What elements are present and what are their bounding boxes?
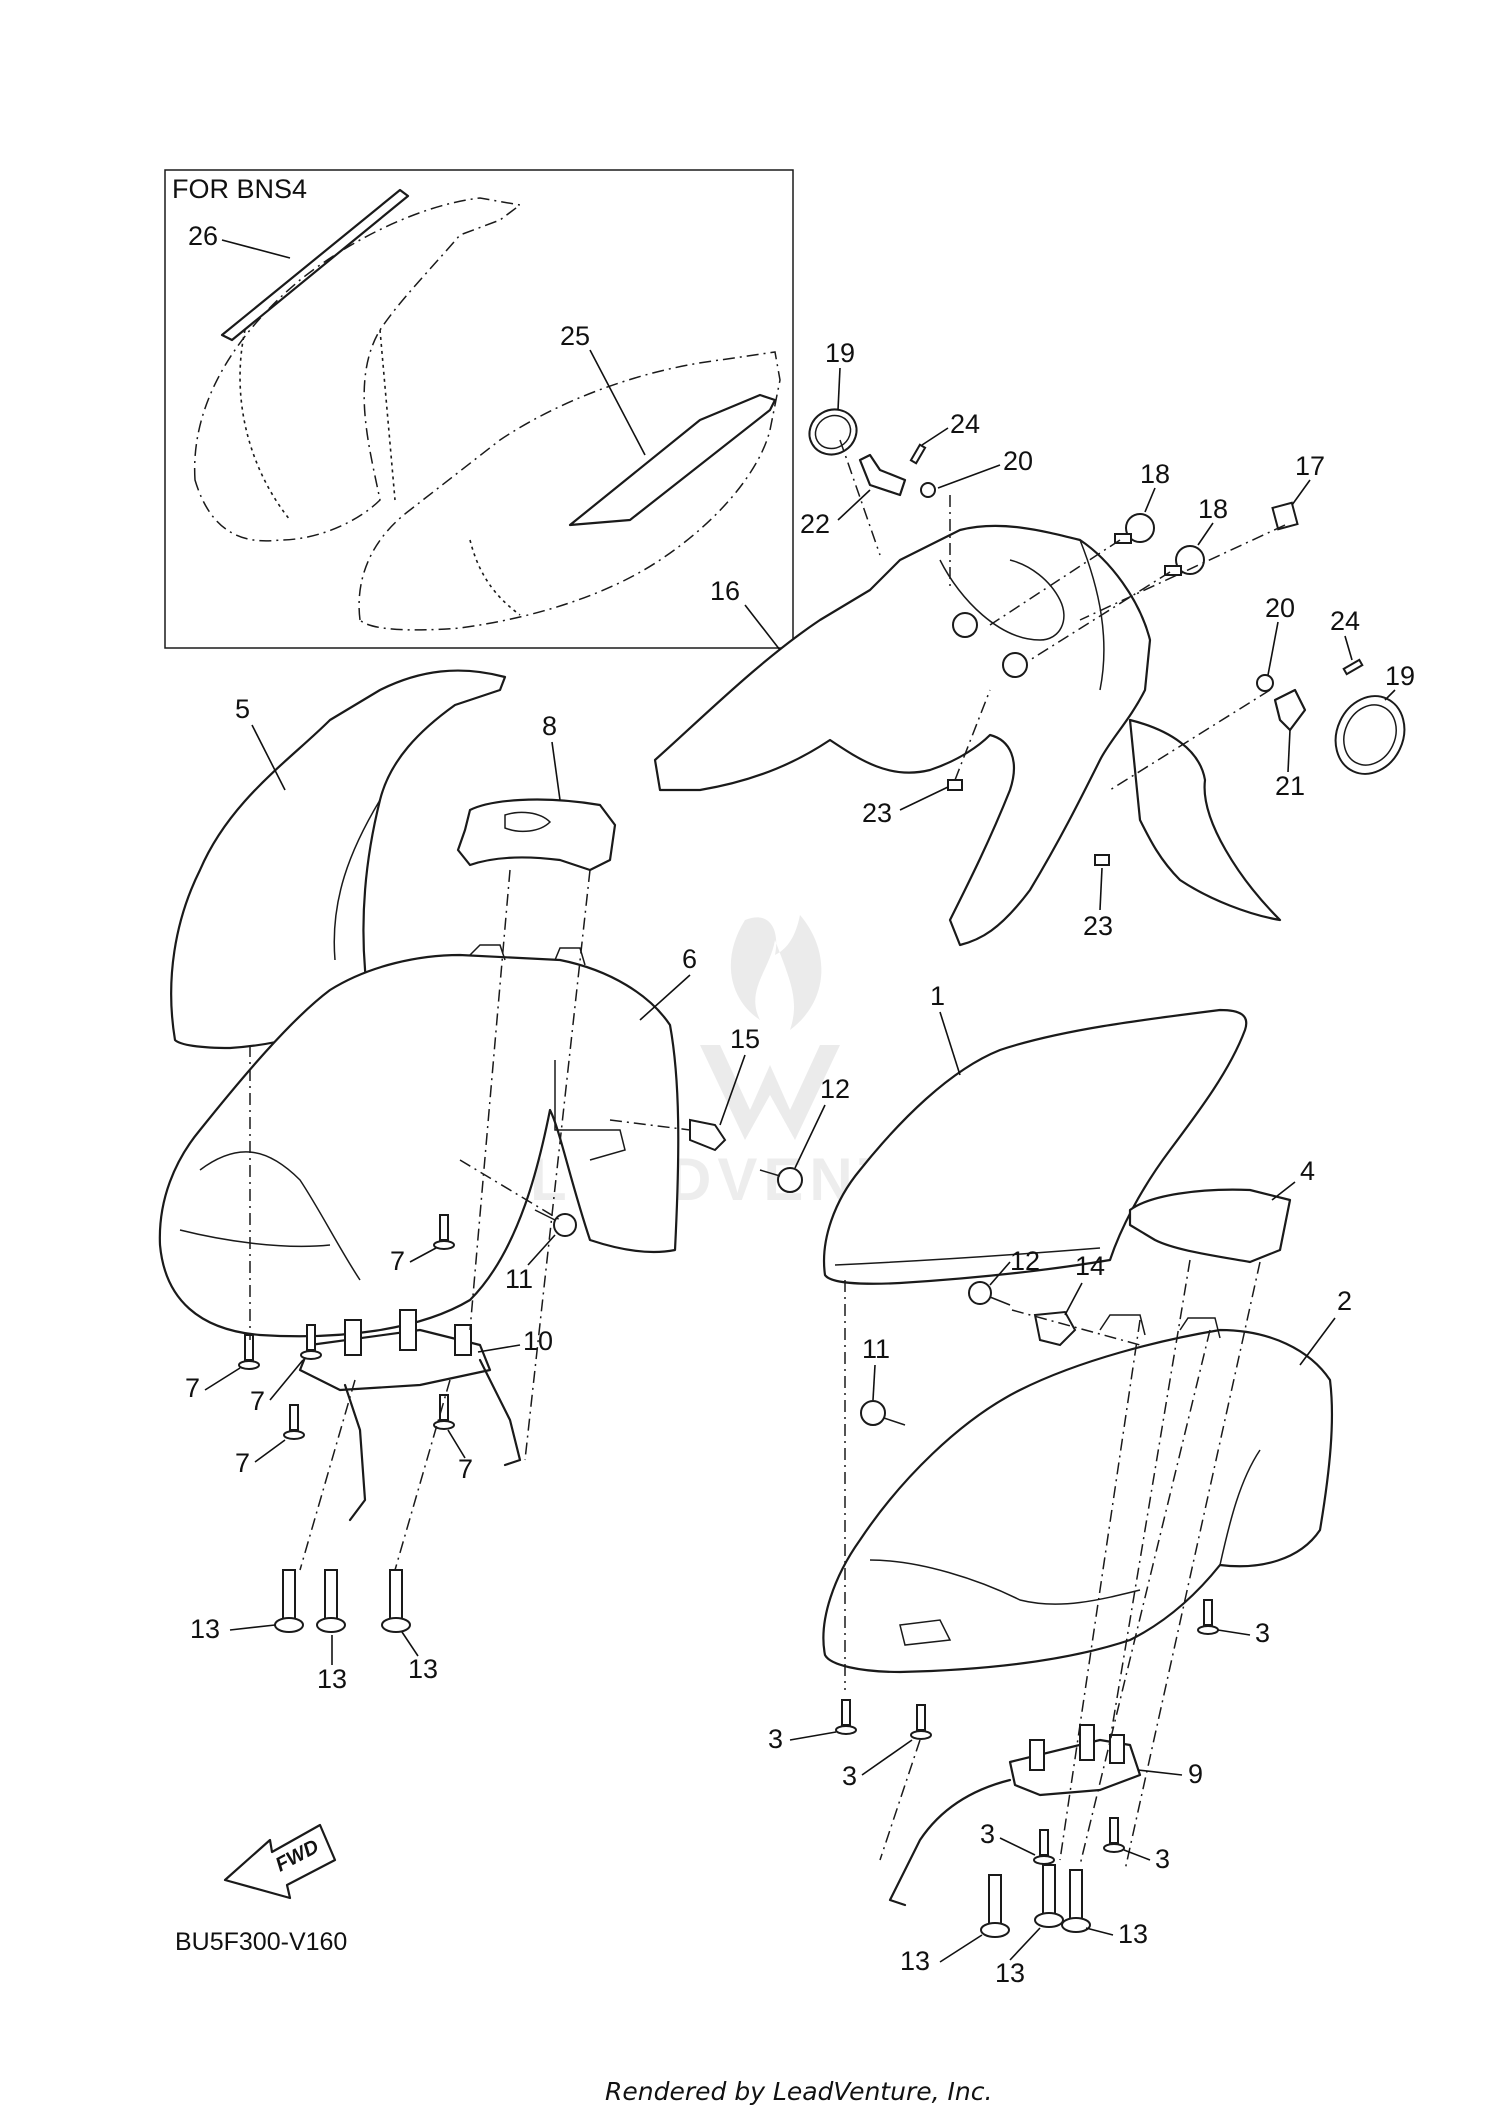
callout-16: 16 bbox=[710, 576, 740, 606]
callout-24b: 24 bbox=[1330, 606, 1360, 636]
fender-outline-inset bbox=[193, 197, 522, 542]
part-12-bolt bbox=[759, 1167, 803, 1193]
callout-7a: 7 bbox=[390, 1246, 405, 1276]
callout-11a: 11 bbox=[505, 1264, 533, 1294]
callout-26: 26 bbox=[188, 221, 218, 251]
footer-credit: Rendered by LeadVenture, Inc. bbox=[605, 2077, 992, 2106]
callout-23b: 23 bbox=[1083, 911, 1113, 941]
cover-outline-inset bbox=[358, 351, 781, 631]
part-11-bolt bbox=[534, 1209, 577, 1237]
callout-7c: 7 bbox=[250, 1386, 265, 1416]
callout-13a: 13 bbox=[190, 1614, 220, 1644]
part-21-bracket bbox=[1273, 688, 1307, 732]
bolts-13-left bbox=[274, 1569, 411, 1633]
callout-18b: 18 bbox=[1198, 494, 1228, 524]
callout-19a: 19 bbox=[825, 338, 855, 368]
decal-26 bbox=[220, 188, 410, 342]
assembly-lines-right bbox=[844, 1259, 1261, 1871]
callout-13b: 13 bbox=[317, 1664, 347, 1694]
screws-7 bbox=[238, 1214, 455, 1440]
part-15-clip bbox=[689, 1118, 727, 1152]
assembly-lines-rear bbox=[839, 439, 1286, 791]
callout-7d: 7 bbox=[235, 1448, 250, 1478]
part-9-bracket bbox=[888, 1724, 1142, 1907]
callout-13c: 13 bbox=[408, 1654, 438, 1684]
part-4-inner-cap bbox=[1128, 1188, 1292, 1264]
part-16-fender-extension bbox=[1128, 718, 1282, 922]
part-16-rear-panel bbox=[653, 524, 1152, 947]
callout-13d: 13 bbox=[900, 1946, 930, 1976]
callout-23a: 23 bbox=[862, 798, 892, 828]
decal-25 bbox=[568, 393, 777, 527]
callout-3e: 3 bbox=[1155, 1844, 1170, 1874]
part-18-grommets bbox=[1114, 513, 1205, 576]
callout-3b: 3 bbox=[768, 1724, 783, 1754]
part-22-bracket bbox=[858, 453, 907, 497]
callout-15: 15 bbox=[730, 1024, 760, 1054]
inset-bns4: FOR BNS4 bbox=[164, 169, 794, 649]
callout-5: 5 bbox=[235, 694, 250, 724]
callout-20a: 20 bbox=[1003, 446, 1033, 476]
callout-3a: 3 bbox=[1255, 1618, 1270, 1648]
callouts: 26 25 19 24 20 22 18 18 17 16 20 24 19 2… bbox=[185, 221, 1415, 1988]
bolts-13-right bbox=[980, 1864, 1091, 1938]
callout-21: 21 bbox=[1275, 771, 1305, 801]
callout-12a: 12 bbox=[820, 1074, 850, 1104]
part-19-reflector-left bbox=[808, 408, 858, 456]
callout-24a: 24 bbox=[950, 409, 980, 439]
callout-10: 10 bbox=[523, 1326, 553, 1356]
callout-11b: 11 bbox=[862, 1334, 890, 1364]
callout-2: 2 bbox=[1337, 1286, 1352, 1316]
inset-title: FOR BNS4 bbox=[172, 174, 307, 204]
callout-7b: 7 bbox=[185, 1373, 200, 1403]
part-24-screws bbox=[909, 443, 1364, 676]
callout-25: 25 bbox=[560, 321, 590, 351]
part-12-bolt-right bbox=[968, 1281, 1011, 1306]
part-19-reflector-right bbox=[1334, 695, 1406, 775]
assembly-lines-left bbox=[249, 869, 691, 1571]
callout-17: 17 bbox=[1295, 451, 1325, 481]
callout-12b: 12 bbox=[1010, 1246, 1040, 1276]
callout-3c: 3 bbox=[842, 1761, 857, 1791]
part-17-nut bbox=[1271, 501, 1299, 531]
callout-20b: 20 bbox=[1265, 593, 1295, 623]
callout-18a: 18 bbox=[1140, 459, 1170, 489]
part-14-clip bbox=[1033, 1310, 1077, 1347]
callout-7e: 7 bbox=[458, 1454, 473, 1484]
part-1-front-cover bbox=[823, 1008, 1248, 1285]
callout-3d: 3 bbox=[980, 1819, 995, 1849]
callout-8: 8 bbox=[542, 711, 557, 741]
part-6-front-fender bbox=[158, 944, 680, 1338]
part-2-front-fender bbox=[822, 1314, 1334, 1674]
callout-4: 4 bbox=[1300, 1156, 1315, 1186]
callout-1: 1 bbox=[930, 981, 945, 1011]
fwd-arrow-icon: FWD bbox=[223, 1823, 337, 1900]
part-20-nuts bbox=[920, 482, 1274, 692]
callout-22: 22 bbox=[800, 509, 830, 539]
inset-frame bbox=[164, 169, 794, 649]
callout-13f: 13 bbox=[1118, 1919, 1148, 1949]
callout-9: 9 bbox=[1188, 1759, 1203, 1789]
callout-14: 14 bbox=[1075, 1251, 1105, 1281]
callout-6: 6 bbox=[682, 944, 697, 974]
diagram-code: BU5F300-V160 bbox=[175, 1928, 347, 1956]
part-8-inner-cap bbox=[456, 798, 617, 872]
callout-13e: 13 bbox=[995, 1958, 1025, 1988]
part-11-bolt-right bbox=[860, 1400, 906, 1426]
callout-19b: 19 bbox=[1385, 661, 1415, 691]
part-10-bracket bbox=[298, 1309, 522, 1522]
